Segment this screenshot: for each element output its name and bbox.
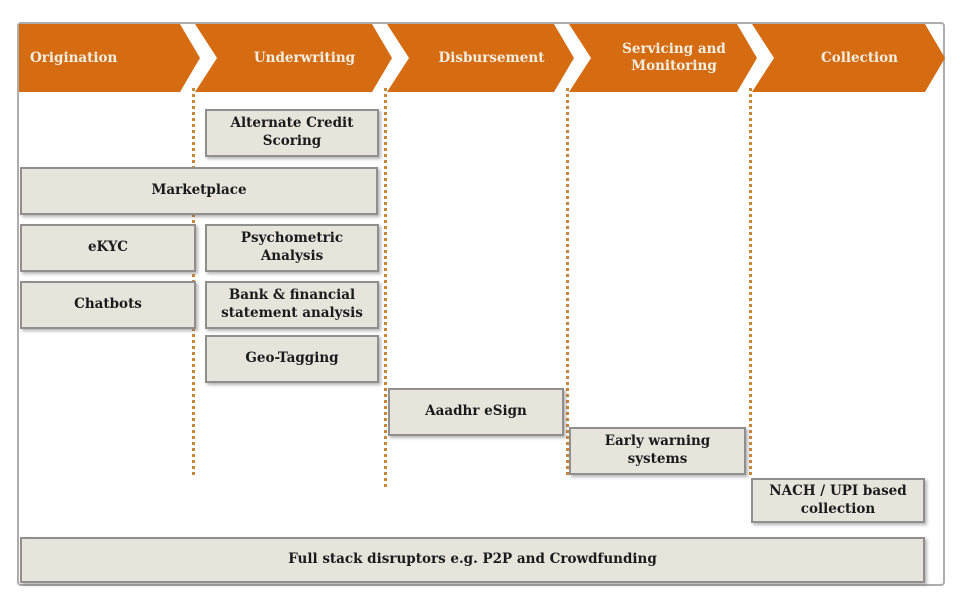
box-early-warning-systems: Early warning systems	[569, 427, 746, 475]
box-aadhaar-esign: Aaadhr eSign	[388, 388, 564, 436]
box-label: Alternate Credit Scoring	[230, 115, 354, 149]
box-label: Full stack disruptors e.g. P2P and Crowd…	[288, 551, 657, 568]
stage-label: Collection	[821, 49, 898, 66]
stage-divider-disbursement-servicing	[566, 88, 569, 476]
box-psychometric-analysis: Psychometric Analysis	[205, 224, 379, 272]
stage-servicing-and-monitoring: Servicing and Monitoring	[569, 24, 757, 92]
stage-origination: Origination	[19, 24, 200, 92]
stage-underwriting: Underwriting	[195, 24, 392, 92]
box-label: Marketplace	[151, 182, 247, 199]
box-label: eKYC	[87, 239, 129, 256]
box-label: Psychometric Analysis	[240, 230, 344, 264]
box-marketplace: Marketplace	[20, 167, 378, 215]
box-label: Aaadhr eSign	[425, 403, 527, 420]
stage-label: Servicing and Monitoring	[622, 41, 726, 74]
stage-divider-servicing-collection	[749, 88, 752, 478]
stage-label: Disbursement	[438, 49, 545, 66]
box-nach-upi-collection: NACH / UPI based collection	[751, 478, 925, 523]
box-chatbots: Chatbots	[20, 281, 196, 329]
box-geo-tagging: Geo-Tagging	[205, 335, 379, 383]
box-full-stack-disruptors: Full stack disruptors e.g. P2P and Crowd…	[20, 537, 925, 583]
box-label: Early warning systems	[604, 433, 711, 467]
box-alternate-credit-scoring: Alternate Credit Scoring	[205, 109, 379, 157]
stage-disbursement: Disbursement	[387, 24, 574, 92]
box-label: Geo-Tagging	[245, 350, 339, 367]
box-ekyc: eKYC	[20, 224, 196, 272]
box-label: Bank & financial statement analysis	[221, 287, 363, 321]
diagram-border	[17, 22, 945, 586]
stage-label: Underwriting	[253, 49, 356, 66]
box-label: NACH / UPI based collection	[769, 482, 907, 517]
stage-divider-underwriting-disbursement	[384, 88, 387, 488]
box-label: Chatbots	[74, 296, 142, 313]
box-bank-statement-analysis: Bank & financial statement analysis	[205, 281, 379, 329]
stage-collection: Collection	[752, 24, 945, 92]
stage-label: Origination	[30, 49, 118, 66]
